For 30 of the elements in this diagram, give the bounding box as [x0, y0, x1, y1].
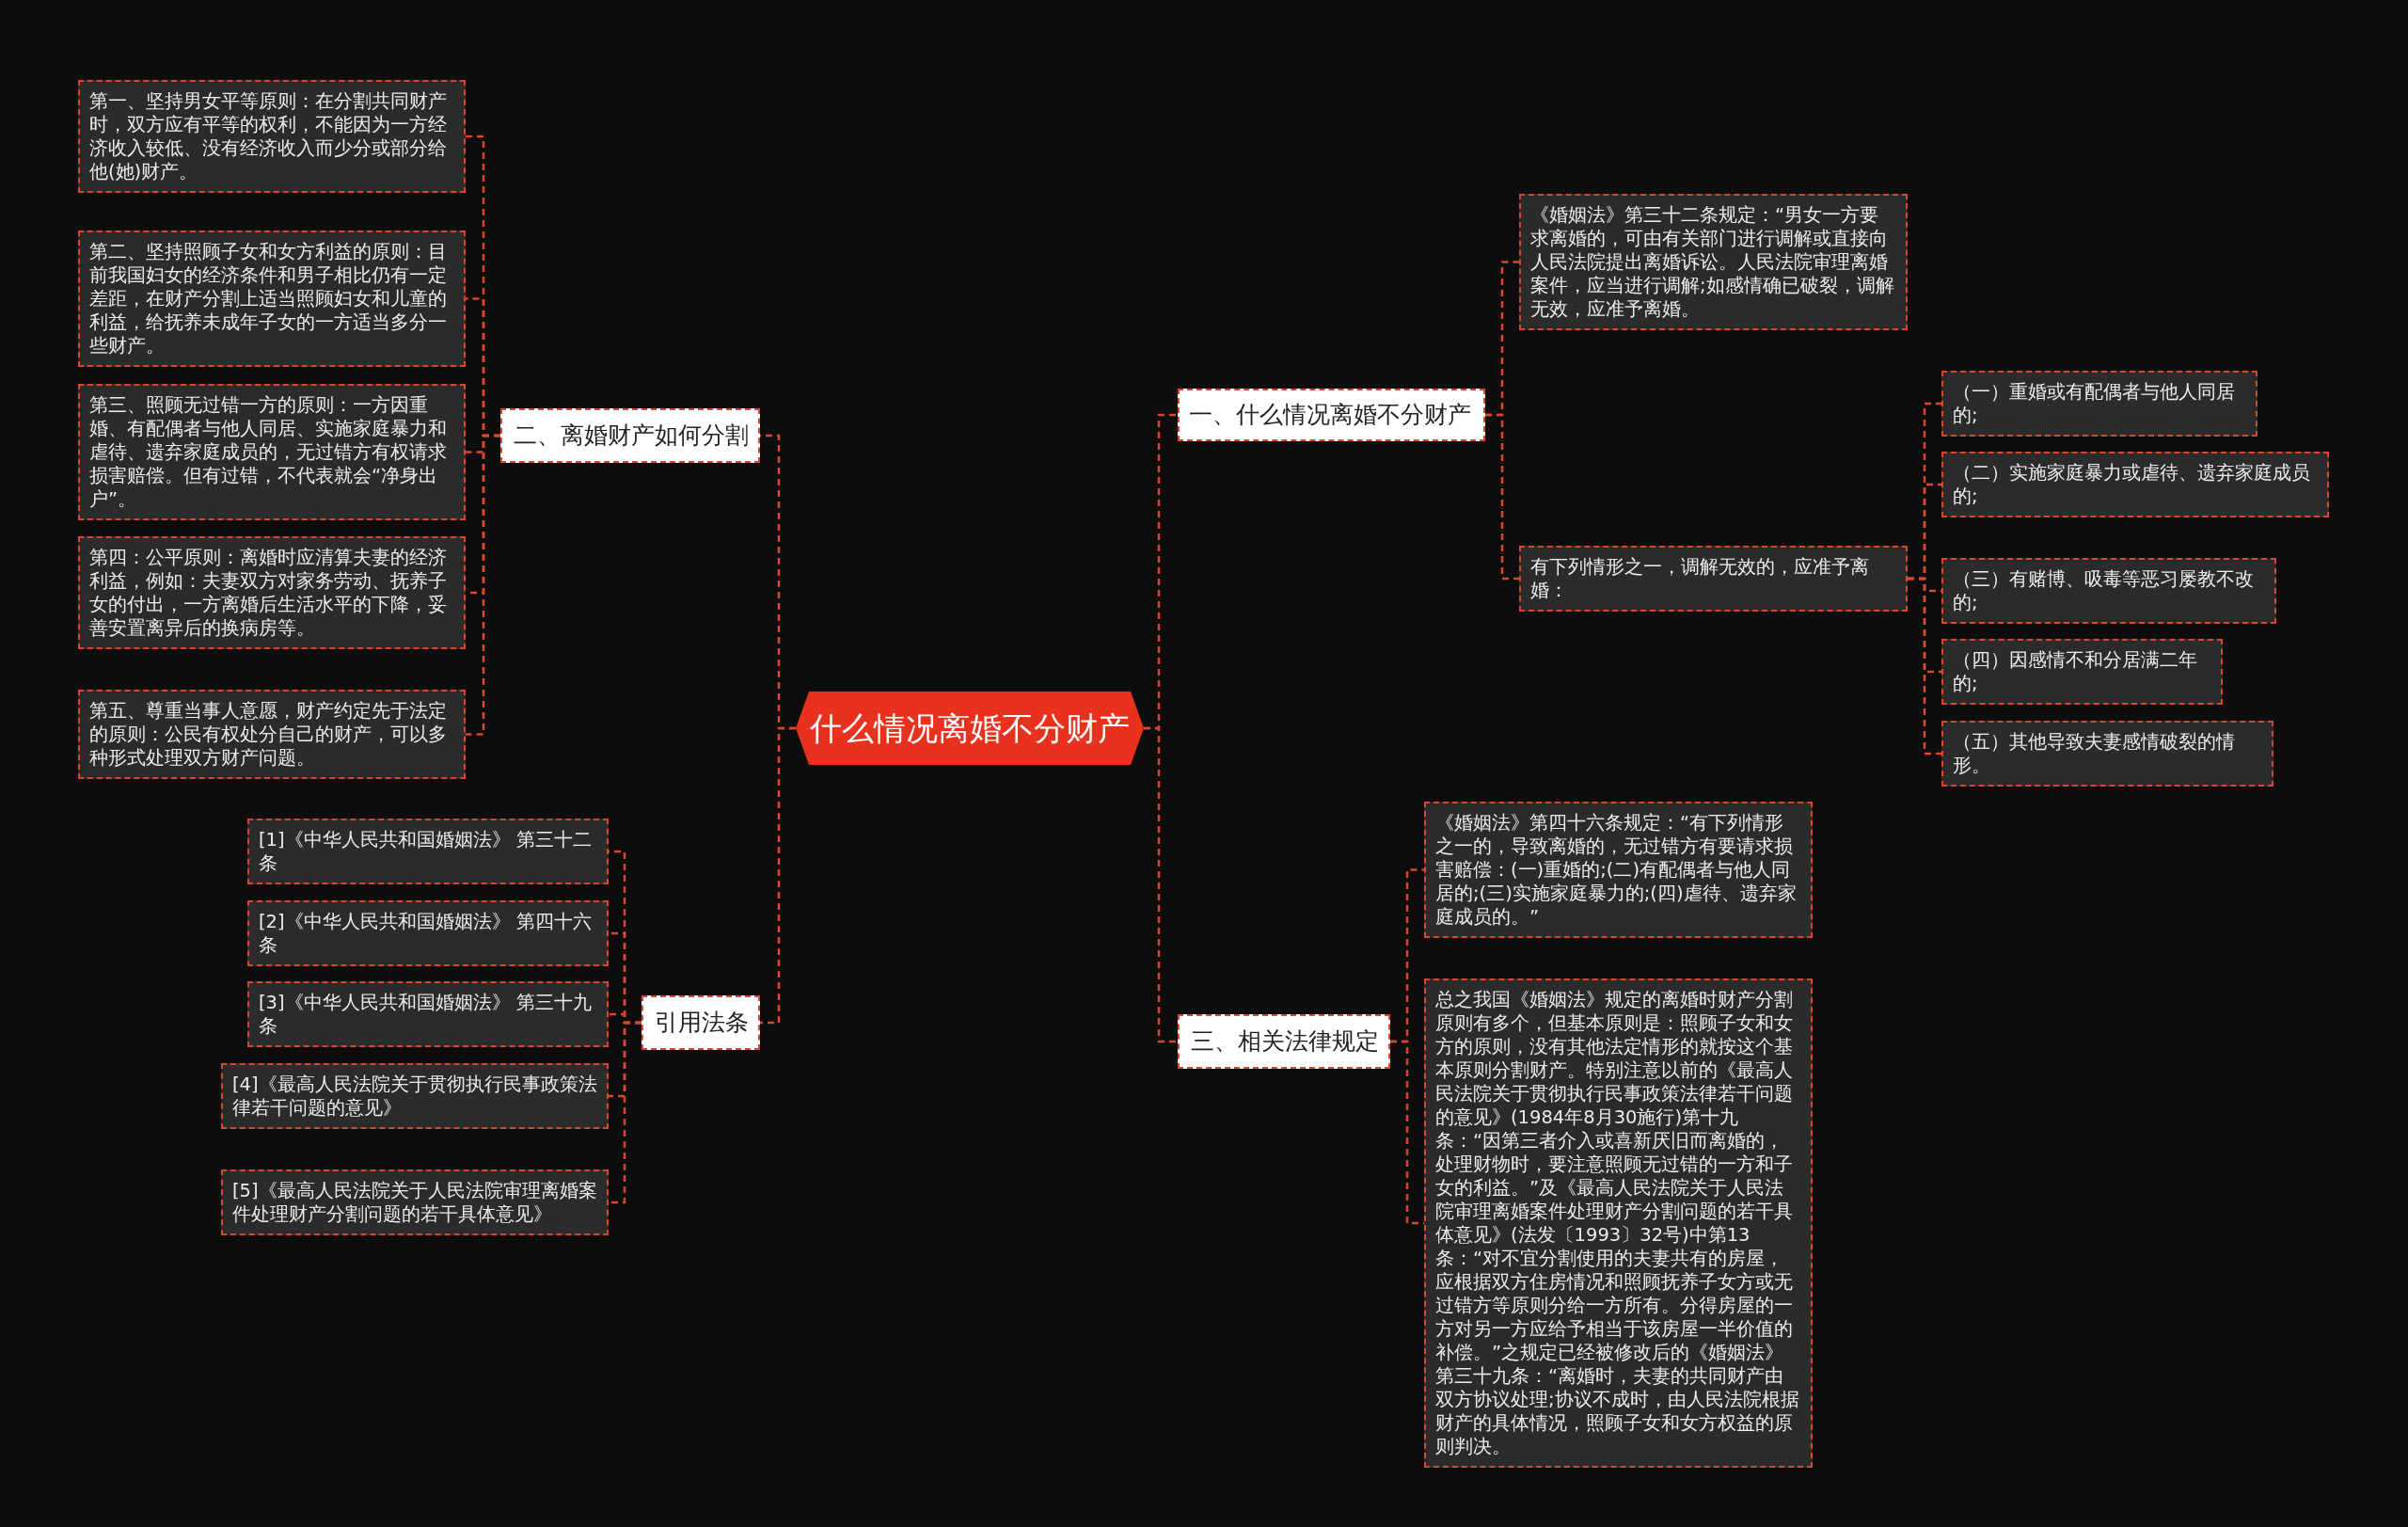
connector	[1908, 577, 1941, 756]
text-box: 《婚姻法》第三十二条规定：“男女一方要求离婚的，可由有关部门进行调解或直接向人民法院提出离婚诉讼。人民法院审理离婚案件，应当进行调解;如感情确已破裂，调解无效，应准予离婚。	[1519, 194, 1908, 330]
text-box: [2]《中华人民共和国婚姻法》 第四十六条	[247, 900, 609, 966]
topic-box: 二、离婚财产如何分割	[500, 408, 760, 463]
text-box: 第五、尊重当事人意愿，财产约定先于法定的原则：公民有权处分自己的财产，可以多种形式处理双方财产问题。	[78, 690, 466, 779]
text-box: （二）实施家庭暴力或虐待、遗弃家庭成员的;	[1941, 452, 2329, 517]
text-box: [3]《中华人民共和国婚姻法》 第三十九条	[247, 981, 609, 1047]
text-box: [5]《最高人民法院关于人民法院审理离婚案件处理财产分割问题的若干具体意见》	[221, 1169, 609, 1235]
connector	[609, 1021, 642, 1204]
text-box: （五）其他导致夫妻感情破裂的情形。	[1941, 721, 2273, 787]
text-box: （三）有赌博、吸毒等恶习屡教不改的;	[1941, 558, 2276, 624]
text-box: 第二、坚持照顾子女和女方利益的原则：目前我国妇女的经济条件和男子相比仍有一定差距，在财产分割上适当照顾妇女和儿童的利益，给抚养未成年子女的一方适当多分一些财产。	[78, 231, 466, 367]
text-box: 第一、坚持男女平等原则：在分割共同财产时，双方应有平等的权利，不能因为一方经济收入较低、没有经济收入而少分或部分给他(她)财产。	[78, 80, 466, 193]
text-box: 第四：公平原则：离婚时应清算夫妻的经济利益，例如：夫妻双方对家务劳动、抚养子女的付出，一方离婚后生活水平的下降，妥善安置离异后的换病房等。	[78, 536, 466, 649]
topic-box: 引用法条	[642, 995, 760, 1050]
connector	[760, 726, 796, 1025]
connector	[466, 434, 500, 736]
connector	[1144, 726, 1178, 1043]
connector	[1485, 413, 1519, 581]
text-box: （一）重婚或有配偶者与他人同居的;	[1941, 371, 2258, 437]
text-box: 总之我国《婚姻法》规定的离婚时财产分割原则有多个，但基本原则是：照顾子女和女方的原则，没有其他法定情形的就按这个基本原则分割财产。特别注意以前的《最高人民法院关于贯彻执行民事政策法律若干问题的意见》(1984年8月30施行)第十九条：“因第三者介入或喜新厌旧而离婚的，处理财物时，要注意照顾无过错的一方和子女的利益。”及《最高人民法院关于人民法院审理离婚案件处理财产分割问题的若干具体意见》(法发〔1993〕32号)中第13条：“对不宜分割使用的夫妻共有的房屋，应根据双方住房情况和照顾抚养子女方或无过错方等原则分给一方所有。分得房屋的一方对另一方应给予相当于该房屋一半价值的补偿。”之规定已经被修改后的《婚姻法》第三十九条：“离婚时，夫妻的共同财产由双方协议处理;协议不成时，由人民法院根据财产的具体情况，照顾子女和女方权益的原则判决。	[1424, 978, 1813, 1468]
text-box: [4]《最高人民法院关于贯彻执行民事政策法律若干问题的意见》	[221, 1063, 609, 1129]
topic-box: 一、什么情况离婚不分财产	[1178, 389, 1485, 441]
central-topic: 什么情况离婚不分财产	[796, 692, 1144, 765]
text-box: [1]《中华人民共和国婚姻法》 第三十二条	[247, 819, 609, 884]
text-box: 有下列情形之一，调解无效的，应准予离婚：	[1519, 546, 1908, 612]
text-box: 第三、照顾无过错一方的原则：一方因重婚、有配偶者与他人同居、实施家庭暴力和虐待、遗弃家庭成员的，无过错方有权请求损害赔偿。但有过错，不代表就会“净身出户”。	[78, 384, 466, 520]
topic-box: 三、相关法律规定	[1178, 1014, 1390, 1069]
text-box: 《婚姻法》第四十六条规定：“有下列情形之一的，导致离婚的，无过错方有要请求损害赔偿：(一)重婚的;(二)有配偶者与他人同居的;(三)实施家庭暴力的;(四)虐待、遗弃家庭成员的。”	[1424, 802, 1813, 938]
text-box: （四）因感情不和分居满二年的;	[1941, 639, 2223, 705]
